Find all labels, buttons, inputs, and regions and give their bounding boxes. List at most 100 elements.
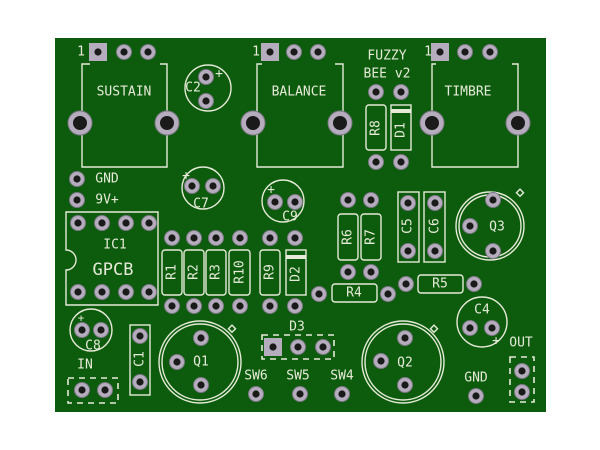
drill-hole xyxy=(466,324,474,332)
pad-round xyxy=(363,192,379,208)
pad-round xyxy=(292,386,308,402)
pad-round xyxy=(248,386,264,402)
pad-square xyxy=(261,43,279,61)
board-title-line1: FUZZY xyxy=(367,49,406,64)
drill-hole xyxy=(404,247,412,255)
r3-label: R3 xyxy=(209,264,224,280)
d1-label: D1 xyxy=(394,122,409,138)
drill-hole xyxy=(144,48,152,56)
d3-label: D3 xyxy=(289,320,305,335)
c4-label: C4 xyxy=(474,303,490,318)
drill-hole xyxy=(94,48,102,56)
mounting-hole xyxy=(327,110,353,136)
drill-hole xyxy=(489,196,497,204)
pad-round xyxy=(205,178,221,194)
pad-round xyxy=(393,84,409,100)
pad-round xyxy=(74,382,90,398)
drill-hole xyxy=(397,88,405,96)
drill-hole xyxy=(367,196,375,204)
c6-label: C6 xyxy=(428,218,443,234)
drill-hole xyxy=(202,97,210,105)
pad-round xyxy=(514,363,530,379)
drill-hole xyxy=(291,302,299,310)
pad-round xyxy=(118,284,134,300)
pad-round xyxy=(164,298,180,314)
pad-round xyxy=(116,44,132,60)
drill-hole xyxy=(367,268,375,276)
mounting-hole xyxy=(240,110,266,136)
pad-round xyxy=(457,44,473,60)
drill-hole xyxy=(461,48,469,56)
board-title-line2: BEE v2 xyxy=(364,67,411,82)
drill-hole xyxy=(98,219,106,227)
pad-round xyxy=(132,374,148,390)
pad-round xyxy=(186,230,202,246)
pad-round xyxy=(368,154,384,170)
pot-balance-label: BALANCE xyxy=(272,85,327,100)
q3-label: Q3 xyxy=(489,220,505,235)
drill-hole xyxy=(188,182,196,190)
drill-hole xyxy=(377,357,385,365)
drill-hole xyxy=(488,324,496,332)
c1-label: C1 xyxy=(133,351,148,367)
pad-round xyxy=(94,215,110,231)
pad-round xyxy=(514,384,530,400)
pot-pin1-label: 1 xyxy=(424,45,432,60)
gnd-label: GND xyxy=(95,172,119,187)
pad-round xyxy=(334,386,350,402)
drill-hole xyxy=(236,234,244,242)
drill-hole xyxy=(296,390,304,398)
c5-label: C5 xyxy=(401,218,416,234)
drill-hole xyxy=(212,302,220,310)
r1-label: R1 xyxy=(165,264,180,280)
drill-hole xyxy=(120,48,128,56)
q1-label: Q1 xyxy=(193,355,209,370)
drill-hole xyxy=(436,48,444,56)
pad-round xyxy=(290,339,306,355)
pad-round xyxy=(232,230,248,246)
pad-round xyxy=(373,353,389,369)
pad-round xyxy=(70,215,86,231)
pad-round xyxy=(286,44,302,60)
pad-round xyxy=(363,264,379,280)
drill-hole xyxy=(338,390,346,398)
pad-round xyxy=(93,322,109,338)
input-label: IN xyxy=(77,358,93,373)
pot-timbre-label: TIMBRE xyxy=(445,85,492,100)
pad-round xyxy=(340,264,356,280)
drill-hole xyxy=(401,381,409,389)
drill-hole xyxy=(489,247,497,255)
pad-round xyxy=(287,298,303,314)
drill-hole xyxy=(344,268,352,276)
drill-hole xyxy=(472,392,480,400)
drill-hole xyxy=(136,378,144,386)
pad-round xyxy=(193,330,209,346)
pad-round xyxy=(368,84,384,100)
pad-round xyxy=(397,330,413,346)
drill-hole xyxy=(122,288,130,296)
mounting-hole xyxy=(505,110,531,136)
c7-label: C7 xyxy=(193,197,209,212)
pad-round xyxy=(262,298,278,314)
drill-hole xyxy=(266,302,274,310)
silkscreen-labels: FUZZY BEE v2 1 SUSTAIN 1 BALANCE 1 TIMBR… xyxy=(77,45,533,386)
drill-hole xyxy=(98,288,106,296)
drill-hole xyxy=(168,302,176,310)
c8-polarity: + xyxy=(78,312,85,325)
pad-round xyxy=(340,192,356,208)
pad-round xyxy=(267,194,283,210)
drill-hole xyxy=(397,158,405,166)
pad-round xyxy=(466,276,482,292)
pad-round xyxy=(287,230,303,246)
drill-hole xyxy=(136,332,144,340)
pad-round xyxy=(198,93,214,109)
drill-hole xyxy=(97,326,105,334)
drill-hole xyxy=(202,73,210,81)
pad-square xyxy=(89,43,107,61)
output-label: OUT xyxy=(509,336,533,351)
drill-hole xyxy=(78,326,86,334)
ic-ref-label: IC1 xyxy=(103,238,126,253)
drill-hole xyxy=(168,234,176,242)
c7-polarity: + xyxy=(182,169,190,184)
